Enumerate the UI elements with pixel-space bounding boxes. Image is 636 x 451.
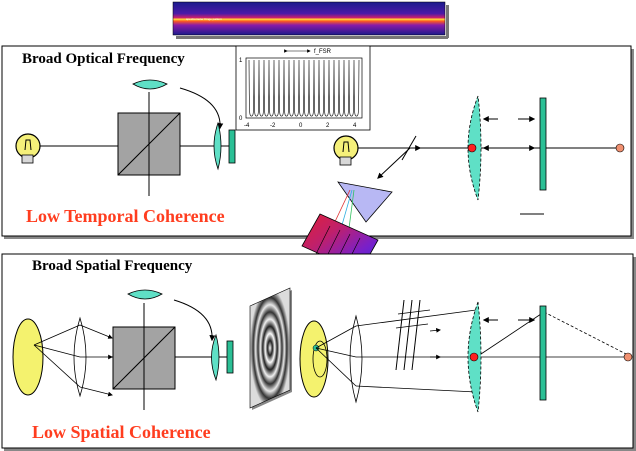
- inset-annotation: f_FSR: [314, 49, 332, 55]
- inset-xtick-0: 0: [299, 123, 303, 129]
- mirror-bottom-right: [539, 305, 547, 401]
- bulb-icon: [15, 133, 41, 164]
- inset-xtick-neg4: -4: [244, 123, 250, 129]
- point-source-top: [615, 143, 625, 153]
- bulb-icon: [333, 135, 359, 166]
- inset-ytick-1: 1: [239, 58, 243, 64]
- collimating-lens-bottom: [211, 333, 220, 382]
- panel-top-title: Broad Optical Frequency: [22, 51, 185, 67]
- spatial-coherence-label: Low Spatial Coherence: [32, 422, 211, 442]
- mirror-top-right: [539, 97, 547, 191]
- temporal-coherence-label: Low Temporal Coherence: [26, 206, 225, 226]
- extended-source-right: [299, 320, 329, 398]
- collimator-lens-right: [349, 314, 363, 404]
- eye-lens-top: [132, 79, 168, 90]
- focus-point-top: [467, 143, 477, 153]
- extended-source: [12, 318, 44, 396]
- wavefront-lines: [395, 299, 431, 371]
- mirror-bottom-left: [226, 340, 234, 374]
- top-spectrum-strip: [172, 1, 449, 39]
- ring-fringe-card: [249, 287, 292, 410]
- beamsplitter-top: [117, 92, 181, 196]
- inset-xtick-2: 2: [326, 123, 330, 129]
- mirror-top-left: [228, 129, 236, 164]
- inset-ytick-0: 0: [239, 116, 243, 122]
- point-source-bottom: [623, 352, 633, 362]
- beamsplitter-bottom: [112, 303, 176, 410]
- inset-xtick-4: 4: [353, 123, 357, 129]
- strip-caption: spectrometer fringe pattern: [186, 17, 223, 21]
- collimating-lens-top: [213, 121, 222, 171]
- eye-lens-bottom: [127, 289, 163, 300]
- grating-mirror: [401, 135, 417, 161]
- focus-point-bottom: [469, 352, 479, 362]
- curved-arrow-top: [179, 87, 224, 130]
- curved-arrow-bottom: [173, 299, 216, 342]
- inset-plot: f_FSR 1 0 -4 -2 0 2 4: [235, 45, 371, 131]
- inset-xtick-neg2: -2: [270, 123, 276, 129]
- panel-bottom-title: Broad Spatial Frequency: [32, 258, 193, 274]
